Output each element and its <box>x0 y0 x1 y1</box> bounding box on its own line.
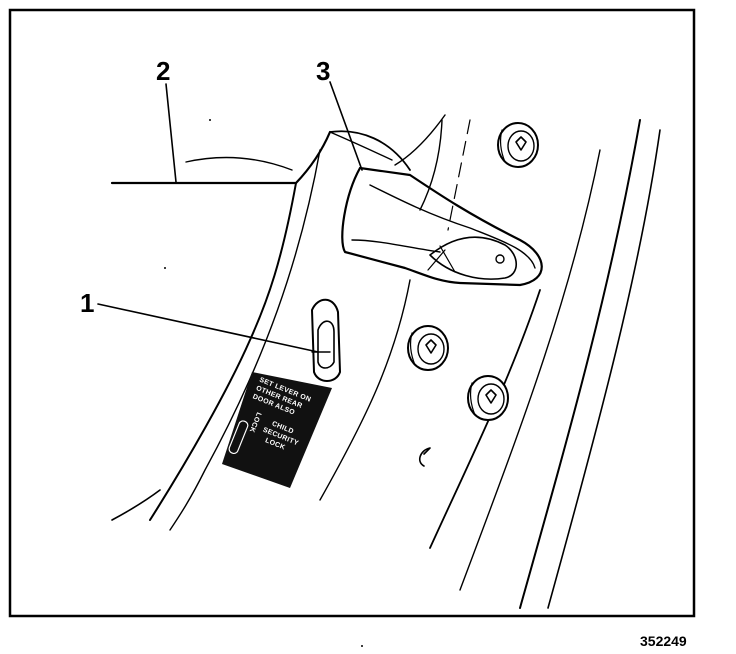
callout-2: 2 <box>156 56 170 86</box>
striker-hole <box>495 254 505 264</box>
callout-3: 3 <box>316 56 330 86</box>
diagram-frame <box>8 8 696 618</box>
door-panel <box>110 114 446 531</box>
speck <box>361 645 363 647</box>
leader-line-1 <box>97 303 319 353</box>
speck <box>209 119 211 121</box>
callout-1: 1 <box>80 288 94 318</box>
leader-line-2 <box>165 83 177 183</box>
figure-id: 352249 <box>640 633 687 649</box>
label-slot-icon <box>228 420 249 455</box>
striker-housing <box>341 166 543 287</box>
screw-top <box>497 122 539 168</box>
door-clip <box>418 447 431 467</box>
speck <box>164 267 166 269</box>
screw-bottom <box>467 375 509 421</box>
label-plate <box>222 372 332 488</box>
leader-line-3 <box>329 81 363 171</box>
screw-middle <box>407 325 449 371</box>
